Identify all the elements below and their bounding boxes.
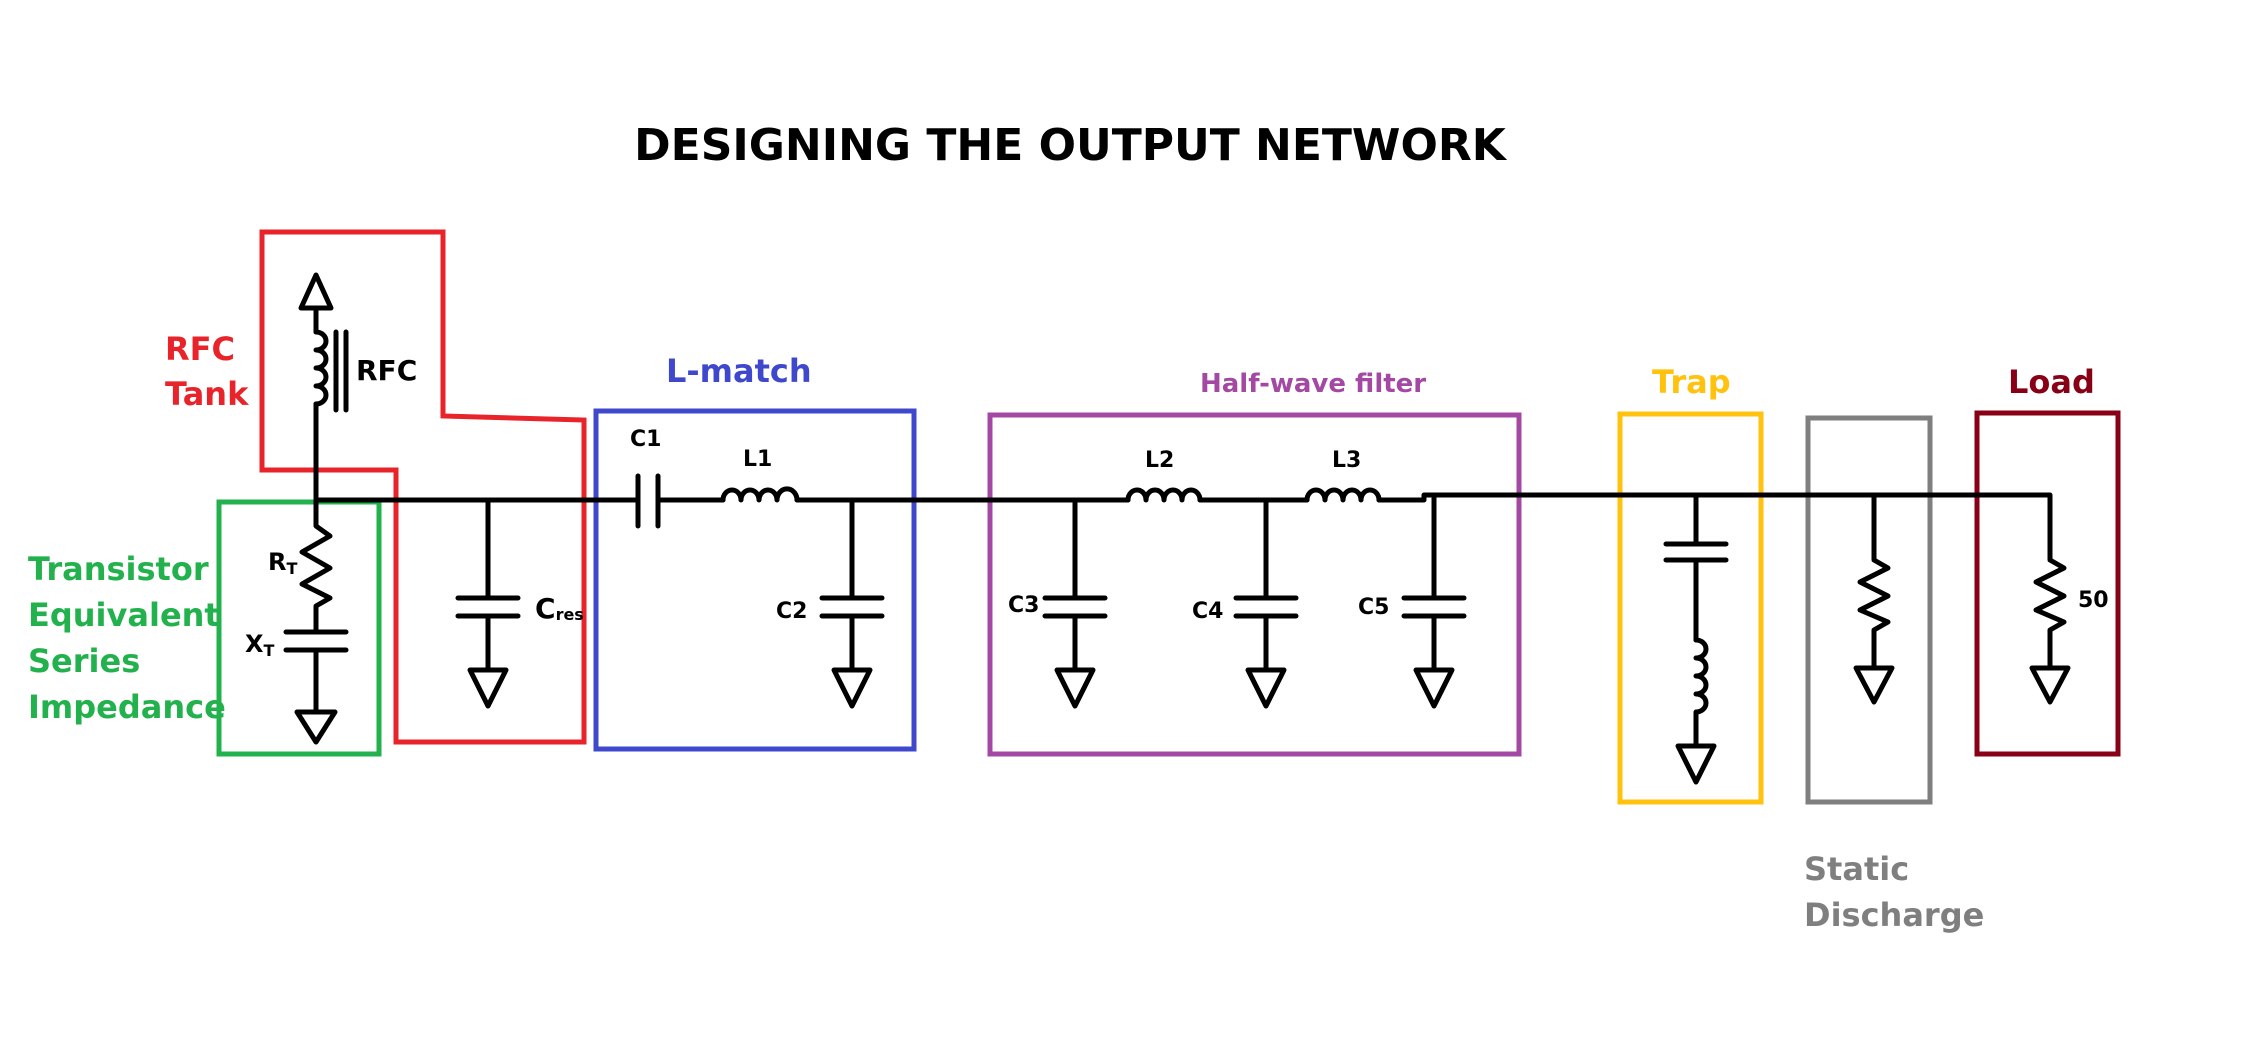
c2-capacitor bbox=[819, 497, 885, 709]
load-resistor bbox=[2029, 502, 2071, 705]
rt-label-main: R bbox=[268, 548, 286, 576]
rt-label-sub: T bbox=[286, 559, 297, 578]
rfc-tank-box bbox=[259, 229, 587, 745]
transistor-label-line3: Series bbox=[28, 642, 140, 680]
cres-label-sub: res bbox=[556, 605, 584, 624]
static-label-line2: Discharge bbox=[1804, 896, 1984, 934]
c4-capacitor bbox=[1233, 497, 1299, 709]
xt-label: XT bbox=[245, 630, 275, 660]
rfc-choke bbox=[298, 272, 349, 503]
halfwave-box bbox=[987, 412, 1522, 757]
trap-label: Trap bbox=[1652, 363, 1731, 401]
trap-box bbox=[1617, 411, 1764, 805]
transistor-label-line1: Transistor bbox=[28, 550, 209, 588]
load-label: Load bbox=[2008, 363, 2095, 401]
xt-capacitor bbox=[283, 629, 349, 745]
cres-capacitor bbox=[455, 497, 521, 709]
transistor-box bbox=[216, 499, 382, 757]
load-value-label: 50 bbox=[2078, 588, 2109, 613]
c4-label: C4 bbox=[1192, 599, 1223, 624]
cres-label: Cres bbox=[535, 592, 584, 625]
l3-inductor bbox=[1304, 487, 1382, 503]
main-bus-wire bbox=[313, 492, 2053, 508]
transistor-label-line4: Impedance bbox=[28, 688, 226, 726]
transistor-label-line2: Equivalent bbox=[28, 596, 220, 634]
static-label-line1: Static bbox=[1804, 850, 1909, 888]
c3-label: C3 bbox=[1008, 593, 1039, 618]
cres-label-main: C bbox=[535, 592, 556, 625]
rfc-label: RFC bbox=[356, 354, 417, 387]
c1-label: C1 bbox=[630, 427, 661, 452]
xt-label-sub: T bbox=[264, 641, 275, 660]
halfwave-label: Half-wave filter bbox=[1200, 369, 1426, 399]
c5-label: C5 bbox=[1358, 595, 1389, 620]
static-box bbox=[1805, 415, 1933, 805]
lmatch-box bbox=[593, 408, 917, 752]
load-box bbox=[1974, 410, 2121, 757]
xt-label-main: X bbox=[245, 630, 264, 658]
l1-inductor bbox=[720, 486, 800, 503]
c3-capacitor bbox=[1042, 497, 1108, 709]
diagram-title: DESIGNING THE OUTPUT NETWORK bbox=[634, 120, 1508, 171]
l2-label: L2 bbox=[1145, 448, 1174, 473]
static-discharge-resistor bbox=[1853, 494, 1895, 705]
rt-label: RT bbox=[268, 548, 297, 578]
trap-network bbox=[1663, 494, 1729, 785]
c5-capacitor bbox=[1401, 494, 1467, 709]
rfc-tank-label-line1: RFC bbox=[165, 330, 235, 368]
l1-label: L1 bbox=[743, 447, 772, 472]
c1-capacitor bbox=[635, 473, 661, 529]
rt-resistor bbox=[299, 497, 333, 635]
c2-label: C2 bbox=[776, 599, 807, 624]
l3-label: L3 bbox=[1332, 448, 1361, 473]
rfc-tank-label-line2: Tank bbox=[165, 375, 249, 413]
l2-inductor bbox=[1125, 487, 1203, 503]
lmatch-label: L-match bbox=[666, 352, 812, 390]
